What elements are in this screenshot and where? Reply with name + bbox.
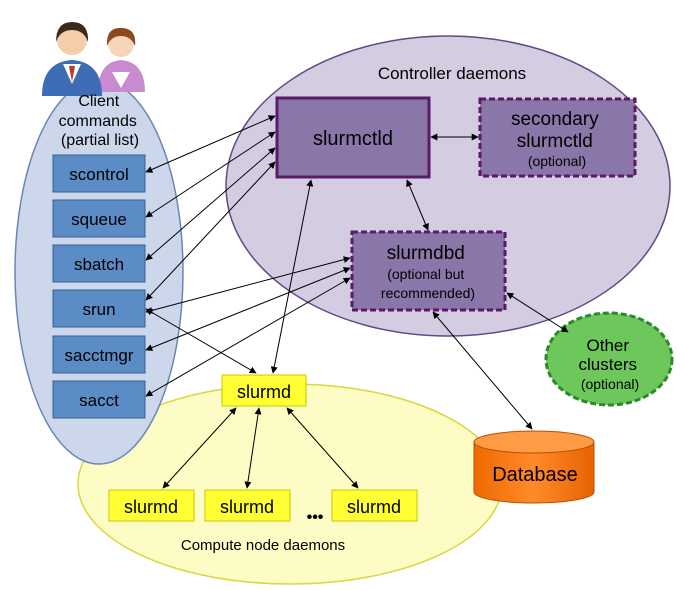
command-label: scontrol xyxy=(69,165,129,184)
command-srun[interactable]: srun xyxy=(52,289,146,328)
command-sacct[interactable]: sacct xyxy=(52,380,146,419)
command-scontrol[interactable]: scontrol xyxy=(52,154,146,193)
secondary-slurmctld-label: secondary slurmctld (optional) xyxy=(511,109,603,169)
other-clusters-label: Other clusters (optional) xyxy=(578,336,641,392)
command-label: squeue xyxy=(71,210,127,229)
command-squeue[interactable]: squeue xyxy=(52,199,146,238)
client-label: Client commands (partial list) xyxy=(59,93,142,149)
arrow-slurmdbd-other-clusters xyxy=(506,292,569,333)
slurmd-label: slurmd xyxy=(124,497,178,517)
connectors xyxy=(145,115,569,489)
slurmd-node-1[interactable]: slurmd xyxy=(108,489,195,522)
slurmdbd-box[interactable]: slurmdbd (optional but recommended) xyxy=(350,230,507,312)
controller-region-label: Controller daemons xyxy=(378,64,526,83)
slurmctld-box[interactable]: slurmctld xyxy=(275,96,431,179)
database-icon[interactable]: Database xyxy=(473,430,595,504)
arrow-slurmd-node3 xyxy=(286,407,359,489)
slurmd-node-2[interactable]: slurmd xyxy=(204,489,291,522)
arrow-slurmd-node1 xyxy=(162,407,237,489)
ellipsis: ••• xyxy=(307,509,324,526)
slurmd-head-box[interactable]: slurmd xyxy=(221,374,307,407)
command-label: sacctmgr xyxy=(65,346,134,365)
arrow-srun-slurmd xyxy=(145,308,257,374)
command-label: srun xyxy=(82,300,115,319)
slurmd-label: slurmd xyxy=(237,382,291,402)
command-sbatch[interactable]: sbatch xyxy=(52,244,146,283)
arrow-slurmdbd-database xyxy=(432,311,533,430)
arrow-slurmctld-slurmd xyxy=(270,179,314,374)
command-label: sacct xyxy=(79,391,119,410)
database-label: Database xyxy=(492,464,578,486)
other-clusters-node[interactable]: Other clusters (optional) xyxy=(544,311,674,407)
arrow-slurmd-node2 xyxy=(244,407,262,489)
secondary-slurmctld-box[interactable]: secondary slurmctld (optional) xyxy=(478,97,637,178)
command-label: sbatch xyxy=(74,255,124,274)
command-sacctmgr[interactable]: sacctmgr xyxy=(52,335,146,374)
slurmctld-label: slurmctld xyxy=(313,128,393,150)
arrow-slurmctld-slurmdbd xyxy=(406,179,429,231)
slurmd-label: slurmd xyxy=(347,497,401,517)
slurmdbd-label: slurmdbd (optional but recommended) xyxy=(381,243,475,301)
compute-region-label: Compute node daemons xyxy=(181,537,345,554)
users-icon xyxy=(42,22,145,96)
slurmd-node-3[interactable]: slurmd xyxy=(331,489,418,522)
slurmd-label: slurmd xyxy=(220,497,274,517)
